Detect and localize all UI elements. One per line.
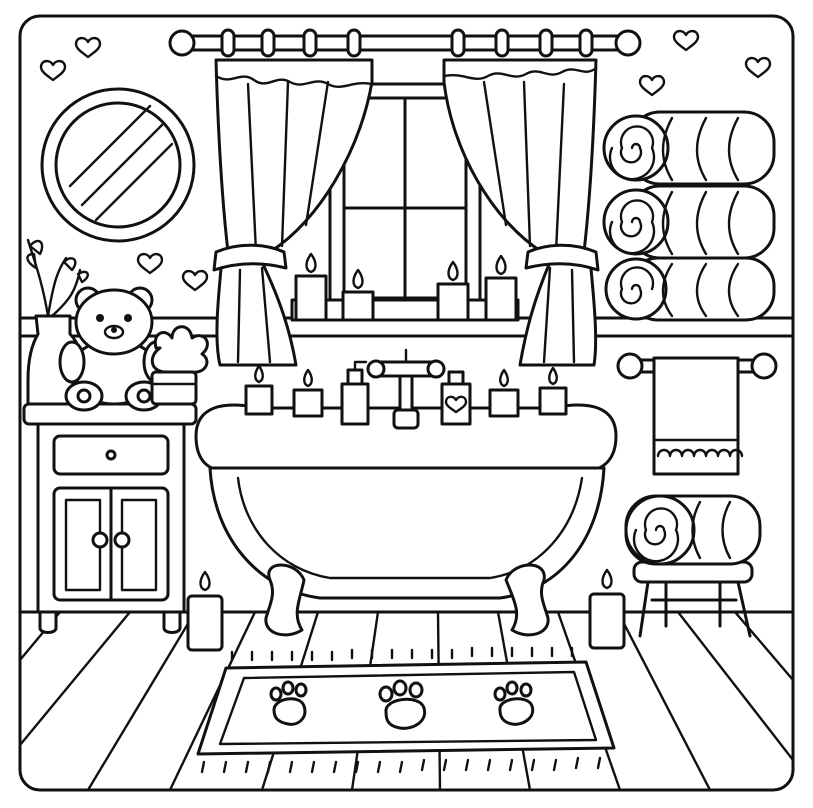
paw-print-rug: [196, 646, 616, 774]
stool: [632, 560, 754, 638]
clawfoot-bathtub: [194, 403, 618, 637]
tub-faucet: [366, 348, 446, 430]
side-cabinet: [22, 402, 198, 634]
rolled-towels-stack: [602, 110, 776, 322]
window-candles: [294, 252, 518, 322]
right-curtain: [442, 58, 600, 367]
paw-print-right: [493, 680, 535, 726]
round-mirror: [40, 87, 196, 243]
towel-bar: [616, 352, 778, 476]
potted-plant: [150, 325, 209, 406]
curtain-rod: [168, 28, 642, 58]
heart-decorations: [39, 29, 772, 292]
tub-rim-items: [244, 360, 568, 426]
left-curtain: [212, 58, 374, 367]
teddy-bear: [58, 286, 170, 412]
paw-print-center: [378, 679, 427, 730]
paw-print-left: [269, 680, 308, 726]
rolled-towel: [624, 494, 762, 566]
floor-candles: [186, 568, 626, 652]
page-frame: [18, 14, 795, 792]
